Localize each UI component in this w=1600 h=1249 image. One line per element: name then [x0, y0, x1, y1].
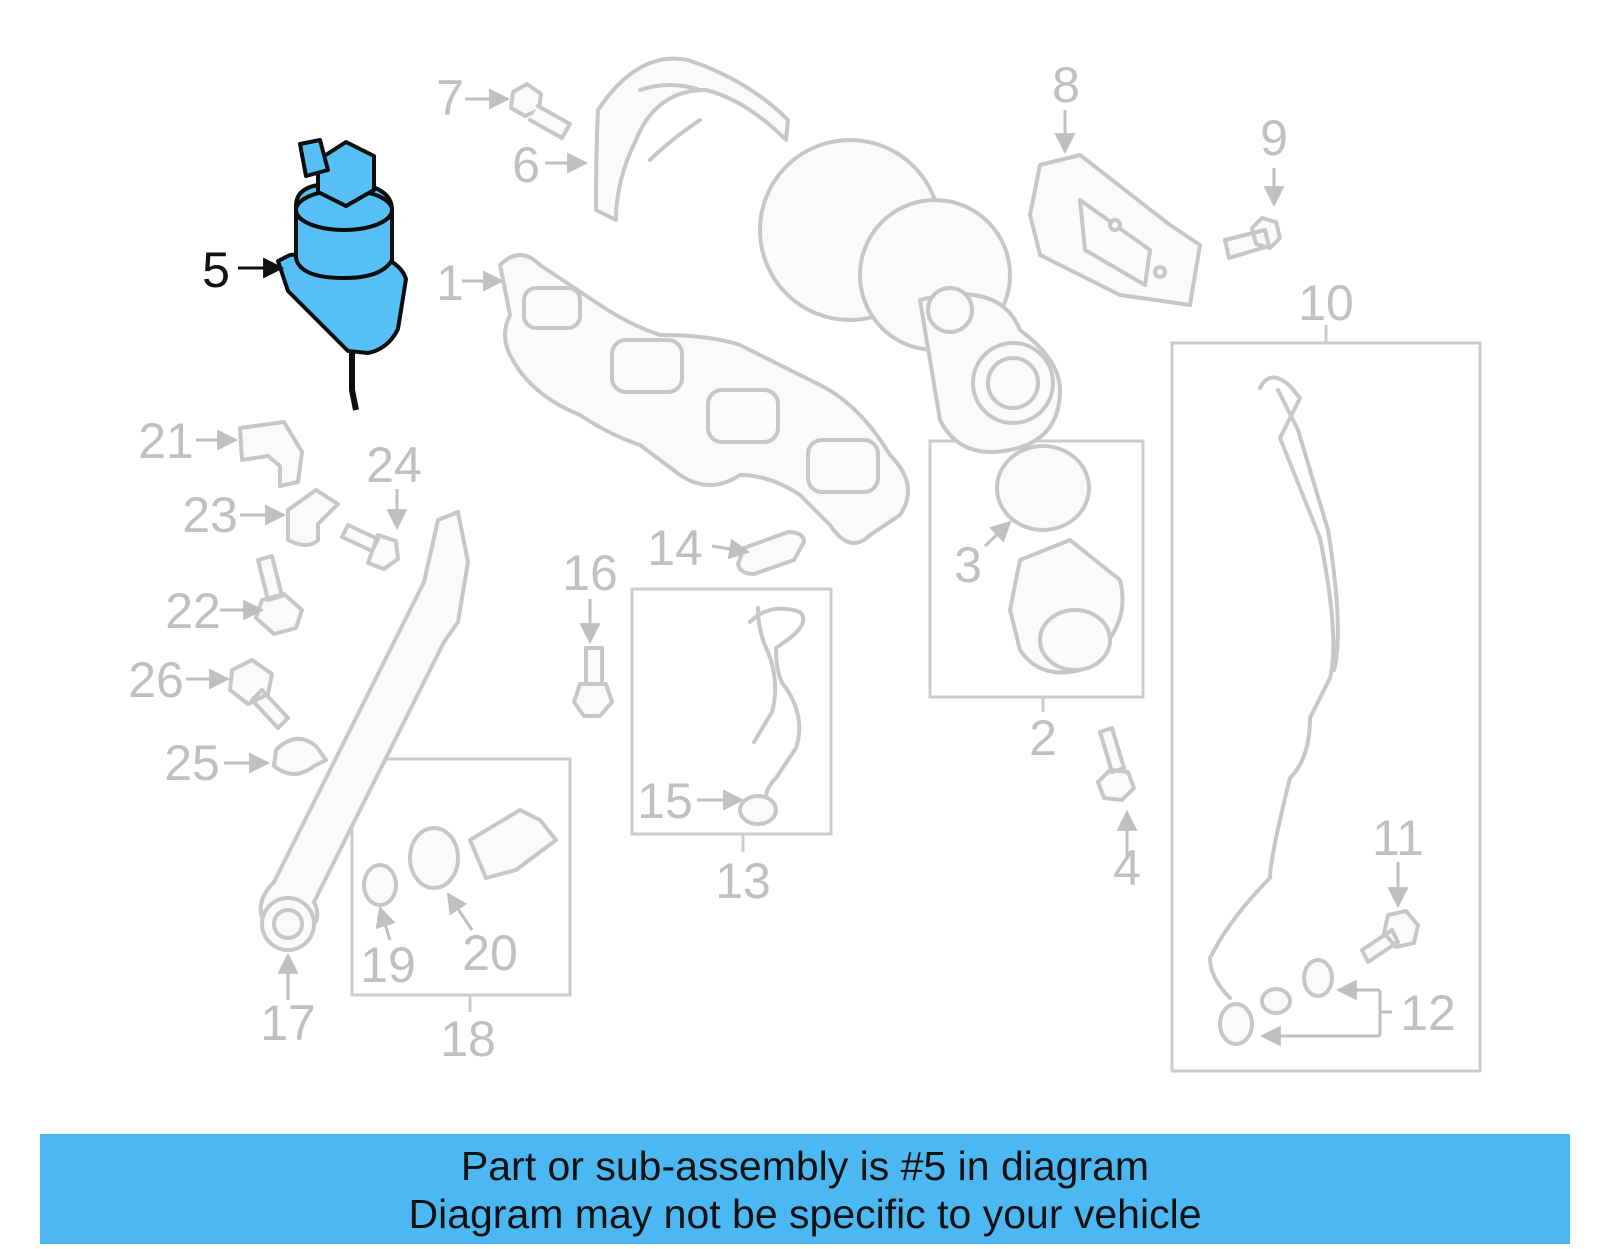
- part-1-exhaust-manifold: [498, 253, 910, 545]
- callout-12: 12: [1400, 985, 1456, 1041]
- callout-6: 6: [512, 137, 540, 193]
- part-13-pipe: [748, 606, 806, 800]
- callout-1: 1: [436, 255, 464, 311]
- callout-18: 18: [440, 1011, 496, 1067]
- part-25-clip: [272, 737, 328, 776]
- callout-15: 15: [637, 773, 693, 829]
- part-7-bolt: [509, 82, 572, 140]
- callout-16: 16: [562, 545, 618, 601]
- gray-parts: [228, 56, 1420, 1046]
- callout-22: 22: [165, 583, 221, 639]
- callout-3: 3: [954, 537, 982, 593]
- part-5-highlighted: [276, 138, 408, 411]
- callout-17: 17: [260, 995, 316, 1051]
- callout-11: 11: [1372, 810, 1424, 866]
- part-26-bolt: [228, 658, 290, 730]
- callout-9: 9: [1260, 110, 1288, 166]
- part-6-heat-shield: [594, 56, 790, 222]
- callout-2: 2: [1029, 710, 1057, 766]
- box-13: [630, 587, 833, 836]
- callout-23: 23: [182, 487, 238, 543]
- banner-line-1: Part or sub-assembly is #5 in diagram: [460, 1143, 1150, 1189]
- part-21-clip: [238, 420, 304, 488]
- callout-21: 21: [138, 413, 194, 469]
- part-10-pipe: [1208, 375, 1336, 1000]
- part-9-bolt: [1223, 216, 1282, 260]
- callout-10: 10: [1298, 275, 1354, 331]
- part-22-bolt: [254, 554, 304, 636]
- part-24-bolt: [340, 523, 400, 571]
- part-20-fitting: [468, 808, 558, 880]
- callout-14: 14: [647, 520, 703, 576]
- callout-24: 24: [366, 437, 422, 493]
- callout-20: 20: [462, 925, 518, 981]
- banner-line-2: Diagram may not be specific to your vehi…: [408, 1191, 1202, 1237]
- part-4-bolt: [1096, 726, 1136, 802]
- callout-8: 8: [1052, 57, 1080, 113]
- part-11-bolt: [1360, 909, 1420, 964]
- callout-7: 7: [436, 70, 464, 126]
- info-banner: Part or sub-assembly is #5 in diagram Di…: [40, 1134, 1570, 1244]
- callout-19: 19: [360, 937, 416, 993]
- callout-4: 4: [1113, 840, 1141, 896]
- box-18: [350, 757, 572, 997]
- callout-5: 5: [202, 242, 230, 298]
- callout-26: 26: [128, 652, 184, 708]
- part-16-bolt: [572, 646, 614, 718]
- part-14-gasket: [736, 530, 806, 576]
- callout-25: 25: [164, 735, 220, 791]
- part-23-clamp: [286, 488, 340, 547]
- callout-13: 13: [715, 853, 771, 909]
